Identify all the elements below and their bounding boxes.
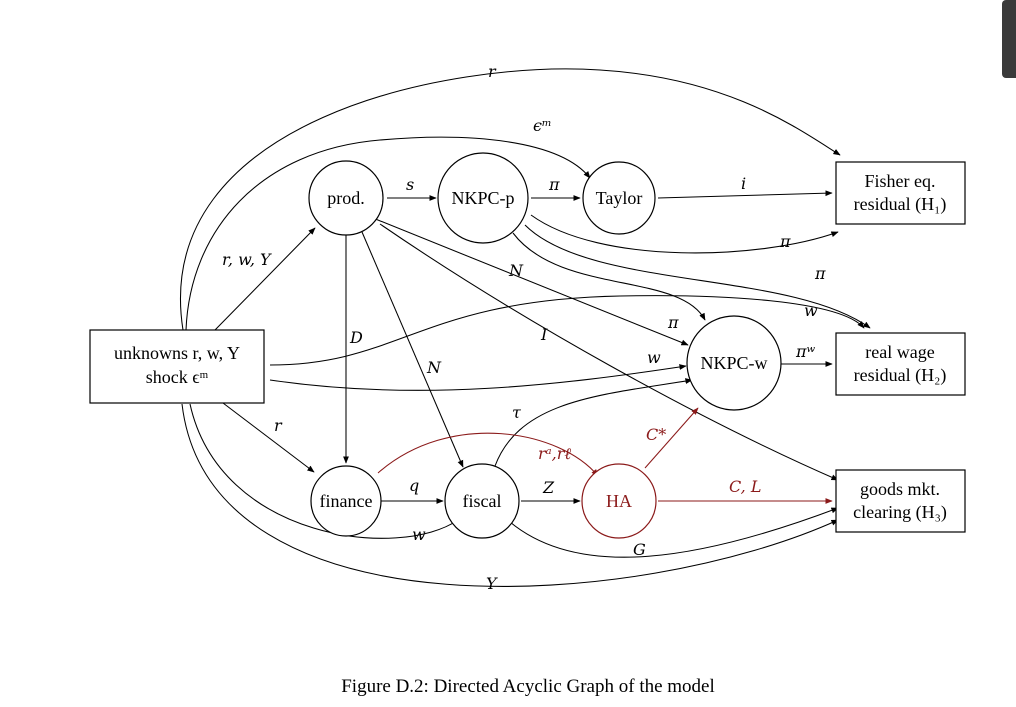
label-r-top: r bbox=[488, 62, 497, 81]
node-fisher: Fisher eq. residual (H₁) bbox=[835, 161, 966, 225]
edge-eps-unknowns-taylor bbox=[185, 136, 591, 331]
edges bbox=[180, 68, 871, 587]
node-ha: HA bbox=[581, 463, 657, 539]
figure-caption: Figure D.2: Directed Acyclic Graph of th… bbox=[341, 676, 715, 697]
edge-w-unknowns-nkpcw bbox=[269, 364, 687, 391]
node-prod-label: prod. bbox=[327, 188, 365, 208]
edge-N-prod-nkpcw bbox=[372, 217, 689, 346]
label-pi-p-taylor: π bbox=[548, 175, 560, 194]
edge-r-unknowns-fisher bbox=[180, 68, 841, 331]
label-w-unknowns-nkpcw: w bbox=[647, 348, 661, 367]
edge-rarl-finance-ha bbox=[377, 432, 599, 477]
node-realwage-line2: residual (H₂) bbox=[854, 365, 947, 386]
label-N-prod-nkpcw: N bbox=[508, 261, 524, 280]
node-goods-line1: goods mkt. bbox=[860, 479, 940, 499]
edge-rwy-unknowns-prod bbox=[214, 227, 316, 331]
edge-pi-nkpcp-realwage bbox=[524, 224, 871, 329]
edge-pi-nkpcp-nkpcw bbox=[512, 232, 706, 321]
node-unknowns-line2: shock ϵᵐ bbox=[146, 367, 209, 387]
node-finance-label: finance bbox=[320, 491, 373, 511]
edge-cstar-ha-nkpcw bbox=[644, 407, 699, 469]
label-rwy: r, w, Y bbox=[222, 250, 272, 269]
edge-I-prod-goods bbox=[379, 223, 839, 481]
label-pi-w: πʷ bbox=[795, 342, 816, 361]
edge-tau-fiscal-nkpcw bbox=[494, 378, 693, 467]
edge-N-prod-fiscal bbox=[361, 231, 464, 468]
edge-G-fiscal-goods bbox=[509, 507, 839, 558]
node-nkpc-p-label: NKPC-p bbox=[451, 188, 514, 208]
label-w-to-realwage: w bbox=[804, 301, 818, 320]
label-D: D bbox=[349, 328, 363, 347]
node-taylor-label: Taylor bbox=[596, 188, 643, 208]
label-w-finance-fiscal: w bbox=[412, 525, 426, 544]
node-finance: finance bbox=[310, 465, 382, 537]
label-c-star: C* bbox=[646, 425, 666, 444]
edge-w-unknowns-fiscal bbox=[189, 403, 459, 539]
node-taylor: Taylor bbox=[582, 161, 656, 235]
label-ra-rl: rᵃ,rℓ bbox=[538, 444, 571, 463]
label-I: I bbox=[540, 325, 548, 344]
label-tau: τ bbox=[512, 403, 522, 422]
node-realwage-line1: real wage bbox=[865, 342, 934, 362]
label-N-prod-fiscal: N bbox=[426, 358, 442, 377]
label-r-finance: r bbox=[274, 416, 283, 435]
edge-i-taylor-fisher bbox=[657, 190, 833, 199]
window-edge-tab bbox=[1002, 0, 1016, 78]
node-goods-line2: clearing (H₃) bbox=[853, 502, 947, 523]
label-pi-to-fisher: π bbox=[779, 232, 791, 251]
node-unknowns-line1: unknowns r, w, Y bbox=[114, 343, 240, 363]
label-i: i bbox=[741, 174, 746, 193]
label-CL: C, L bbox=[729, 477, 761, 496]
node-fiscal-label: fiscal bbox=[463, 491, 502, 511]
node-nkpc-w-label: NKPC-w bbox=[700, 353, 767, 373]
edge-Y-unknowns-goods bbox=[181, 403, 839, 587]
label-G: G bbox=[633, 540, 646, 559]
node-unknowns: unknowns r, w, Y shock ϵᵐ bbox=[89, 329, 265, 404]
label-Y: Y bbox=[486, 574, 498, 593]
node-goods: goods mkt. clearing (H₃) bbox=[835, 469, 966, 533]
label-pi-to-nkpcw: π bbox=[667, 313, 679, 332]
node-realwage: real wage residual (H₂) bbox=[835, 332, 966, 396]
label-pi-to-realwage: π bbox=[814, 264, 826, 283]
edge-w-unknowns-realwage bbox=[269, 295, 865, 366]
edge-labels: r ϵᵐ s π i π π r, w, Y N w π D I N w πʷ … bbox=[222, 62, 826, 593]
node-fisher-line2: residual (H₁) bbox=[854, 194, 947, 215]
edge-r-unknowns-finance bbox=[222, 402, 315, 473]
label-s: s bbox=[406, 175, 414, 194]
label-eps-m: ϵᵐ bbox=[533, 116, 552, 135]
label-q: q bbox=[409, 476, 419, 495]
node-prod: prod. bbox=[308, 160, 384, 236]
node-nkpc-p: NKPC-p bbox=[437, 152, 529, 244]
node-fiscal: fiscal bbox=[444, 463, 520, 539]
node-nkpc-w: NKPC-w bbox=[686, 315, 782, 411]
edge-pi-nkpcp-fisher bbox=[530, 214, 839, 254]
node-ha-label: HA bbox=[606, 491, 632, 511]
label-Z: Z bbox=[542, 478, 555, 497]
node-fisher-line1: Fisher eq. bbox=[865, 171, 936, 191]
